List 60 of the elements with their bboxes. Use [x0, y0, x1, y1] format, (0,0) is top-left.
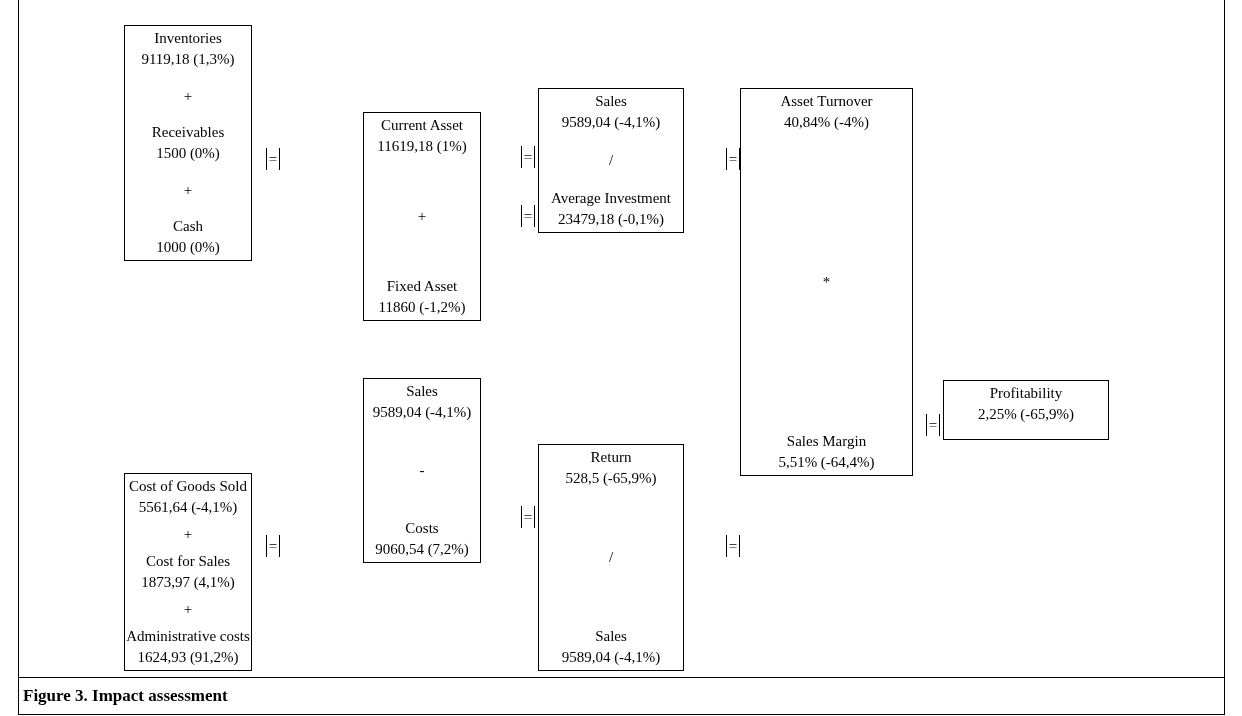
- metric-name: Profitability: [989, 384, 1063, 403]
- metric-name: Administrative costs: [126, 627, 250, 646]
- metric-value: 40,84% (-4%): [784, 113, 869, 132]
- metric-name: Average Investment: [550, 189, 672, 208]
- operator-sign: +: [183, 180, 193, 200]
- operator-sign: +: [417, 207, 427, 226]
- metric-box: [740, 88, 913, 476]
- equals-sign: =: [726, 535, 740, 557]
- metric-value: 9589,04 (-4,1%): [372, 403, 472, 422]
- metric-name: Costs: [405, 519, 439, 538]
- metric-value: 11860 (-1,2%): [378, 298, 466, 317]
- metric-value: 1624,93 (91,2%): [137, 648, 239, 667]
- metric-value: 528,5 (-65,9%): [565, 469, 657, 488]
- metric-name: Sales Margin: [786, 432, 867, 451]
- equals-sign: =: [521, 506, 535, 528]
- metric-name: Cost for Sales: [145, 552, 231, 571]
- metric-box: [943, 380, 1109, 440]
- metric-name: Cash: [173, 217, 203, 236]
- metric-box: [124, 473, 252, 671]
- metric-value: 9589,04 (-4,1%): [561, 113, 661, 132]
- metric-value: 9589,04 (-4,1%): [561, 648, 661, 667]
- metric-name: Sales: [595, 92, 627, 111]
- equals-sign: =: [521, 205, 535, 227]
- metric-value: 1873,97 (4,1%): [141, 573, 235, 592]
- metric-name: Receivables: [151, 123, 225, 142]
- metric-name: Cost of Goods Sold: [129, 477, 247, 496]
- metric-name: Sales: [406, 382, 438, 401]
- metric-name: Return: [590, 448, 632, 467]
- metric-name: Fixed Asset: [386, 277, 458, 296]
- equals-sign: =: [926, 414, 940, 436]
- figure-caption: Figure 3. Impact assessment: [23, 686, 228, 706]
- metric-value: 1000 (0%): [156, 238, 220, 257]
- metric-name: Asset Turnover: [780, 92, 873, 111]
- metric-value: 5,51% (-64,4%): [778, 453, 875, 472]
- metric-box: [538, 444, 684, 671]
- operator-sign: +: [183, 600, 193, 619]
- equals-sign: =: [266, 148, 280, 170]
- metric-name: Inventories: [154, 29, 222, 48]
- equals-sign: =: [726, 148, 740, 170]
- equals-sign: =: [266, 535, 280, 557]
- metric-box: [363, 378, 481, 563]
- metric-value: 9119,18 (1,3%): [141, 50, 235, 69]
- metric-value: 11619,18 (1%): [377, 137, 467, 156]
- operator-sign: /: [608, 548, 614, 567]
- metric-box: [538, 88, 684, 233]
- operator-sign: /: [608, 151, 614, 170]
- metric-value: 1500 (0%): [156, 144, 220, 163]
- metric-name: Sales: [595, 627, 627, 646]
- metric-name: Current Asset: [380, 116, 464, 135]
- operator-sign: *: [822, 272, 831, 292]
- operator-sign: +: [183, 86, 193, 106]
- metric-box: [124, 25, 252, 261]
- operator-sign: +: [183, 525, 193, 544]
- metric-value: 23479,18 (-0,1%): [557, 210, 665, 229]
- metric-value: 5561,64 (-4,1%): [138, 498, 238, 517]
- operator-sign: -: [419, 461, 425, 480]
- metric-box: [363, 112, 481, 321]
- metric-value: 2,25% (-65,9%): [977, 405, 1075, 424]
- equals-sign: =: [521, 146, 535, 168]
- metric-value: 9060,54 (7,2%): [375, 540, 469, 559]
